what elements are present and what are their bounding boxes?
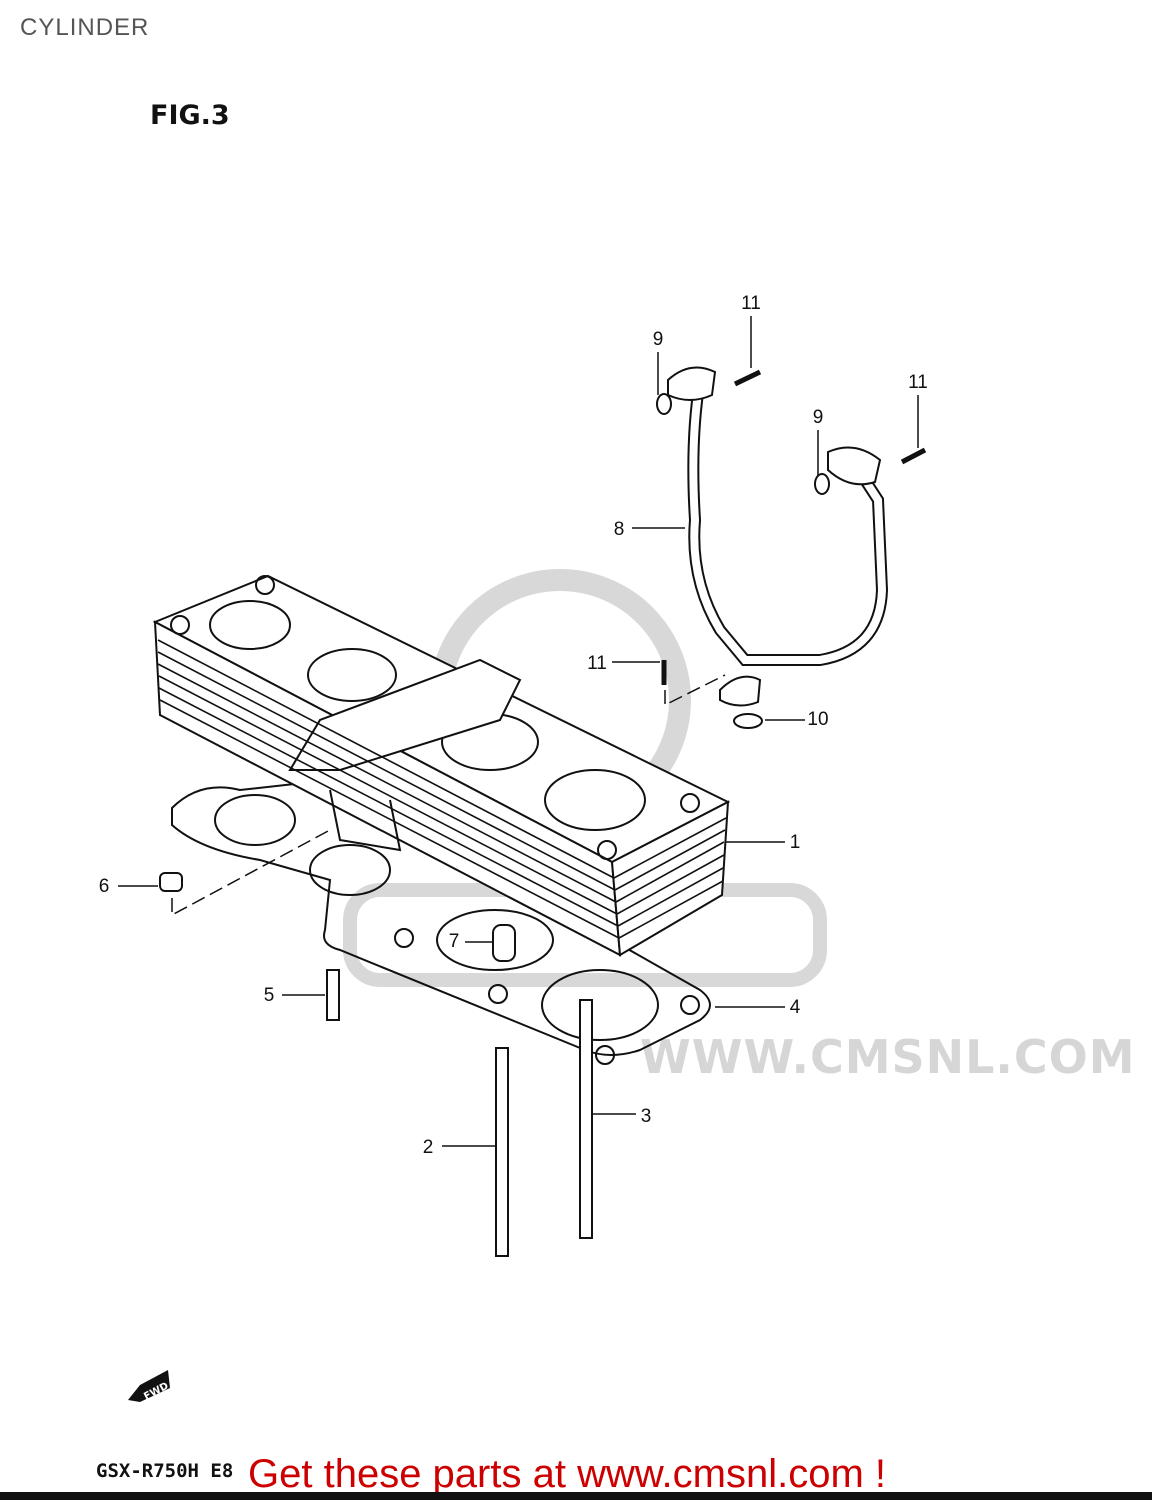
stud-2: [495, 1047, 509, 1257]
watermark-text: WWW.CMSNL.COM: [640, 1030, 1136, 1084]
callout-7: 7: [448, 931, 460, 952]
nut: [159, 872, 183, 892]
callout-9: 9: [652, 329, 664, 350]
callout-8: 8: [613, 519, 625, 540]
callout-3: 3: [640, 1106, 652, 1127]
callout-1: 1: [789, 832, 801, 853]
stud-3: [579, 999, 593, 1239]
callout-9: 9: [812, 407, 824, 428]
page-title: CYLINDER: [20, 14, 150, 41]
callout-4: 4: [789, 997, 801, 1018]
callout-11: 11: [587, 653, 607, 674]
callout-10: 10: [807, 709, 829, 730]
callout-2: 2: [422, 1137, 434, 1158]
cylinder-base-gasket: [171, 778, 711, 1056]
callout-11: 11: [908, 372, 928, 393]
promo-link[interactable]: Get these parts at www.cmsnl.com !: [248, 1452, 886, 1496]
model-code: GSX-R750H E8: [96, 1460, 234, 1482]
fwd-arrow-icon: FWD: [128, 1370, 171, 1403]
callout-11: 11: [741, 293, 761, 314]
oil-hose: [687, 379, 889, 666]
callout-5: 5: [263, 985, 275, 1006]
callout-6: 6: [98, 876, 110, 897]
figure-number: FIG.3: [150, 100, 230, 131]
bottom-bar: [0, 1492, 1152, 1500]
stud-5: [326, 969, 340, 1021]
dowel-pin: [492, 924, 516, 962]
